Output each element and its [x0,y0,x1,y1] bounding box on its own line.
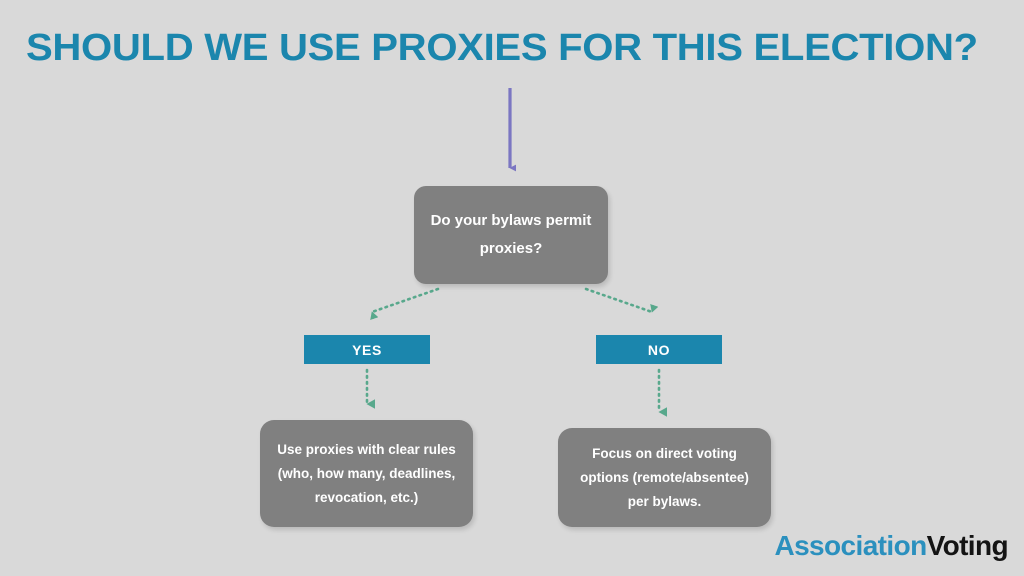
decision-node[interactable]: Do your bylaws permit proxies? [414,186,608,284]
connector-decision-to-yes [370,287,440,321]
brand-logo-voting: Voting [926,530,1009,561]
branch-label-no[interactable]: NO [596,335,722,364]
brand-logo: AssociationVoting [774,530,1008,562]
page-title: SHOULD WE USE PROXIES FOR THIS ELECTION? [26,27,978,69]
connector-decision-to-no [584,287,659,314]
outcome-node-yes[interactable]: Use proxies with clear rules (who, how m… [260,420,473,527]
branch-label-yes[interactable]: YES [304,335,430,364]
brand-logo-association: Association [774,530,927,561]
outcome-node-no[interactable]: Focus on direct voting options (remote/a… [558,428,771,527]
